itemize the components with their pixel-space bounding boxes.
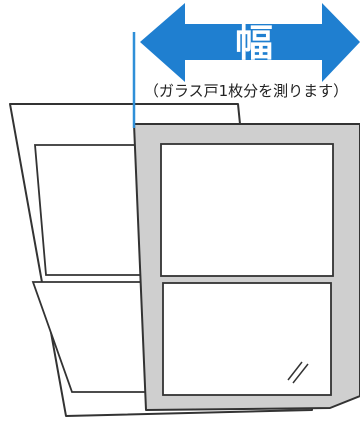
width-arrow: 幅 (140, 3, 360, 82)
width-label: 幅 (235, 21, 273, 65)
front-glass-door (133, 123, 360, 411)
glass-glint-icon (287, 361, 309, 384)
front-door-lower-pane (162, 282, 332, 396)
measurement-note: （ガラス戸1枚分を測ります） (144, 82, 348, 100)
front-door-upper-pane (160, 143, 334, 277)
double-headed-arrow-icon (140, 3, 360, 82)
